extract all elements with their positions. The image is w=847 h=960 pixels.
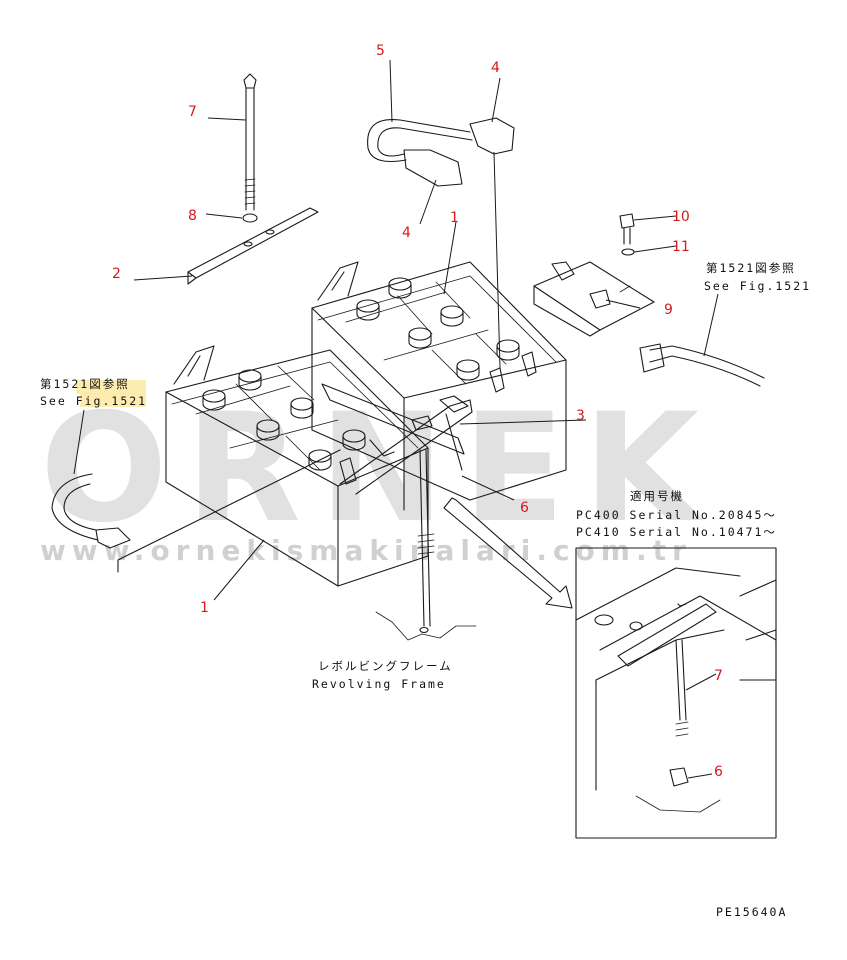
washer-part-11	[621, 248, 635, 256]
callout-3: 3	[576, 408, 585, 424]
rod-part-7	[243, 73, 257, 211]
ref-left-highlight-2	[80, 393, 146, 407]
frame-label-en: Revolving Frame	[312, 677, 446, 691]
revolving-frame-sketch	[375, 611, 477, 641]
callout-9: 9	[664, 302, 673, 318]
detail-inset	[575, 547, 777, 839]
cable-left	[51, 449, 341, 573]
detail-arrow	[443, 497, 573, 609]
callout-4-lower: 4	[402, 225, 411, 241]
watermark-url: www.ornekismakinalari.com.tr	[40, 534, 692, 567]
watermark: ORNEK www.ornekismakinalari.com.tr	[40, 382, 717, 567]
washer-part-8	[242, 213, 258, 223]
ref-left-en-suffix: g.1521	[94, 394, 148, 408]
svg-text:See Fig.1521: See Fig.1521	[40, 394, 147, 408]
leader-lines	[73, 59, 719, 779]
drawing-number: PE15640A	[716, 905, 787, 919]
callout-10: 10	[672, 209, 690, 225]
hold-down-bracket	[321, 383, 473, 634]
callout-7-upper: 7	[188, 104, 197, 120]
ref-right-en: See Fig.1521	[704, 279, 811, 293]
callout-7-detail: 7	[714, 668, 723, 684]
bracket-part-9	[533, 261, 655, 337]
callout-6-main: 6	[520, 500, 529, 516]
cable-part-5	[367, 117, 515, 187]
frame-label-jp: レボルビングフレーム	[318, 659, 453, 673]
callout-11: 11	[672, 239, 690, 255]
applicable-line-1: PC400 Serial No.20845～	[576, 508, 777, 522]
callout-5: 5	[376, 43, 385, 59]
callout-1-lower: 1	[200, 600, 209, 616]
callout-2: 2	[112, 266, 121, 282]
applicable-title: 適用号機	[630, 489, 684, 503]
watermark-brand: ORNEK	[40, 382, 717, 556]
battery-back	[311, 261, 567, 511]
ref-left-highlight-1	[76, 380, 146, 394]
bolt-part-10	[619, 213, 635, 245]
callout-6-detail: 6	[714, 764, 723, 780]
callout-4-upper: 4	[491, 60, 500, 76]
text-labels: 第1521図参照 See Fig.1521 第1521図参照 See Fig.1…	[40, 261, 811, 919]
ref-right-jp: 第1521図参照	[706, 261, 796, 275]
callout-8: 8	[188, 208, 197, 224]
applicable-line-2: PC410 Serial No.10471～	[576, 525, 777, 539]
ref-left-en-prefix: See Fi	[40, 394, 94, 408]
cable-right	[649, 345, 765, 379]
callout-1-upper: 1	[450, 210, 459, 226]
callouts: 7 8 2 5 4 4 1 3 6 1 9 10 11 7 6	[112, 43, 723, 780]
angle-part-2	[187, 207, 319, 285]
ref-left-jp: 第1521図参照	[40, 377, 130, 391]
